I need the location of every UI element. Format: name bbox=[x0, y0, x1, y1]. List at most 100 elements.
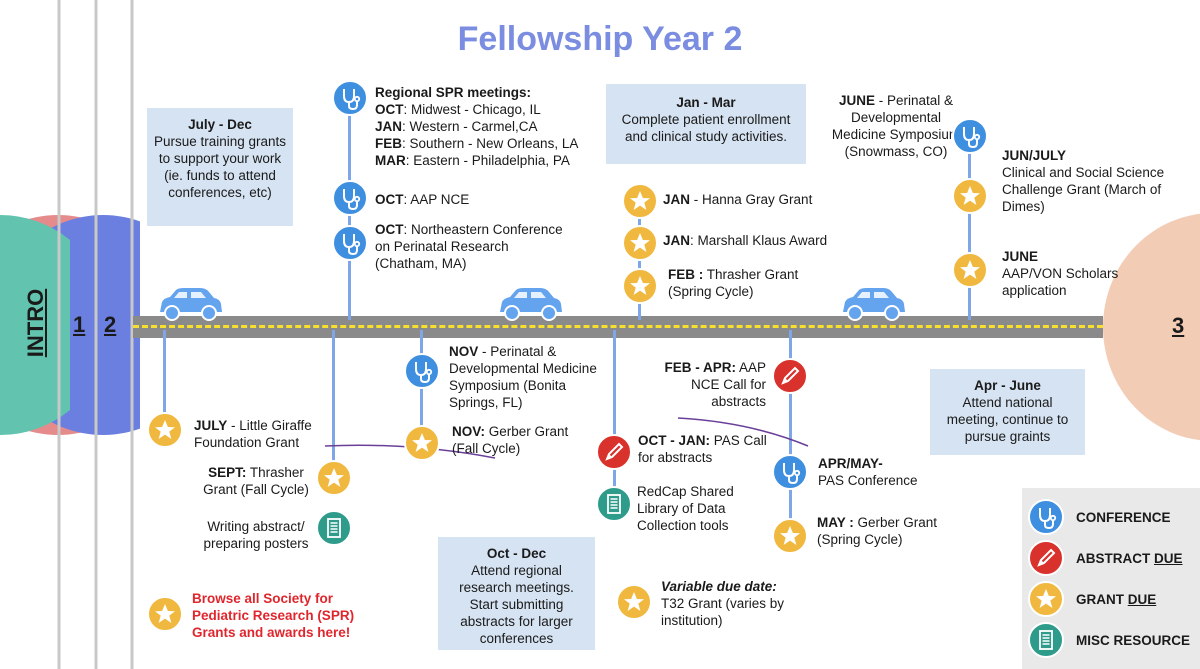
stethoscope-icon bbox=[332, 80, 368, 116]
event-text: - Hanna Gray Grant bbox=[690, 192, 813, 207]
car-icon bbox=[160, 288, 222, 321]
box-text: Complete patient enrollment and clinical… bbox=[621, 112, 791, 144]
event-text: : Marshall Klaus Award bbox=[690, 233, 828, 248]
star-icon bbox=[616, 584, 652, 620]
month: OCT bbox=[375, 192, 404, 207]
box-head: Jan - Mar bbox=[676, 95, 736, 110]
star-icon bbox=[147, 412, 183, 448]
tab-intro[interactable]: INTRO bbox=[8, 289, 58, 357]
event-pas-conference: APR/MAY-PAS Conference bbox=[818, 455, 938, 489]
month: OCT - JAN: bbox=[638, 433, 710, 448]
event-nov-symposium: NOV - Perinatal & Developmental Medicine… bbox=[449, 343, 609, 411]
star-icon bbox=[952, 252, 988, 288]
month: OCT bbox=[375, 222, 404, 237]
document-icon bbox=[1028, 622, 1064, 658]
browse-grants-link[interactable]: Browse all Society for Pediatric Researc… bbox=[192, 591, 355, 640]
event-marshall-klaus: JAN: Marshall Klaus Award bbox=[663, 232, 827, 249]
event-text: T32 Grant (varies by institution) bbox=[661, 596, 785, 628]
event-hanna-gray: JAN - Hanna Gray Grant bbox=[663, 191, 812, 208]
box-apr-june: Apr - June Attend national meeting, cont… bbox=[930, 369, 1085, 455]
event-writing: Writing abstract/ preparing posters bbox=[203, 519, 309, 551]
event-text: Gerber Grant (Spring Cycle) bbox=[817, 515, 938, 547]
month: OCT bbox=[375, 102, 404, 117]
tab-1[interactable]: 1 bbox=[73, 312, 86, 337]
star-icon bbox=[772, 518, 808, 554]
event-aap-call: FEB - APR: AAP NCE Call for abstracts bbox=[650, 359, 766, 410]
month: MAR bbox=[375, 153, 406, 168]
pencil-icon bbox=[1028, 540, 1064, 576]
star-icon bbox=[316, 460, 352, 496]
spr-item: : Eastern - Philadelphia, PA bbox=[405, 153, 570, 168]
event-text: PAS Call for abstracts bbox=[638, 433, 767, 465]
event-thrasher-spring: FEB : Thrasher Grant (Spring Cycle) bbox=[668, 266, 818, 300]
event-northeastern: OCT: Northeastern Conference on Perinata… bbox=[375, 221, 575, 272]
pencil-icon bbox=[772, 358, 808, 394]
spr-item: : Western - Carmel,CA bbox=[402, 119, 538, 134]
event-thrasher-fall: SEPT: Thrasher Grant (Fall Cycle) bbox=[196, 464, 316, 498]
event-text: Thrasher Grant (Spring Cycle) bbox=[668, 267, 799, 299]
month: JULY bbox=[194, 418, 228, 433]
legend: CONFERENCE ABSTRACT DUE GRANT DUE MISC R… bbox=[1022, 488, 1200, 669]
stethoscope-icon bbox=[1028, 499, 1064, 535]
event-jun-july: JUN/JULY Clinical and Social Science Chal… bbox=[1002, 147, 1177, 215]
stethoscope-icon bbox=[332, 180, 368, 216]
side-tabs bbox=[0, 0, 140, 669]
month: JUN/JULY bbox=[1002, 148, 1067, 163]
box-text: Pursue training grants to support your w… bbox=[153, 134, 287, 200]
timeline-road bbox=[133, 316, 1103, 338]
event-text: Clinical and Social Science Challenge Gr… bbox=[1002, 165, 1165, 214]
event-text: Thrasher Grant (Fall Cycle) bbox=[203, 465, 309, 497]
month: JAN bbox=[375, 119, 403, 134]
month: NOV bbox=[449, 344, 479, 359]
star-icon bbox=[622, 268, 658, 304]
event-pas-call: OCT - JAN: PAS Call for abstracts bbox=[638, 432, 768, 466]
car-icon bbox=[500, 288, 562, 321]
month: MAY : bbox=[817, 515, 854, 530]
month: FEB - APR: bbox=[664, 360, 736, 375]
stethoscope-icon bbox=[952, 118, 988, 154]
box-july-dec: July - Dec Pursue training grants to sup… bbox=[147, 108, 293, 226]
month: FEB bbox=[375, 136, 402, 151]
event-gerber-fall: NOV: Gerber Grant (Fall Cycle) bbox=[452, 423, 572, 457]
stem bbox=[613, 330, 616, 500]
month: APR/MAY- bbox=[818, 456, 883, 471]
spr-title: Regional SPR meetings: bbox=[375, 85, 532, 100]
variable-head: Variable due date: bbox=[661, 579, 777, 594]
month: JUNE bbox=[838, 93, 875, 108]
tab-3[interactable]: 3 bbox=[1172, 313, 1185, 338]
event-june-symposium: JUNE - Perinatal & Developmental Medicin… bbox=[828, 92, 964, 160]
stem bbox=[163, 330, 166, 430]
box-head: Oct - Dec bbox=[486, 546, 547, 561]
stethoscope-icon bbox=[772, 454, 808, 490]
box-head: July - Dec bbox=[188, 117, 252, 132]
tab-2[interactable]: 2 bbox=[104, 312, 117, 337]
box-jan-mar: Jan - Mar Complete patient enrollment an… bbox=[606, 84, 806, 164]
document-icon bbox=[596, 486, 632, 522]
event-text: : AAP NCE bbox=[403, 192, 470, 207]
legend-label: GRANT DUE bbox=[1076, 591, 1157, 607]
star-icon bbox=[404, 425, 440, 461]
stem bbox=[968, 125, 971, 320]
page-title: Fellowship Year 2 bbox=[457, 20, 743, 58]
stethoscope-icon bbox=[404, 353, 440, 389]
box-text: Attend regional research meetings. Start… bbox=[459, 563, 574, 646]
month: SEPT: bbox=[208, 465, 247, 480]
event-variable: Variable due date: T32 Grant (varies by i… bbox=[661, 578, 791, 629]
event-text: AAP NCE Call for abstracts bbox=[690, 360, 766, 409]
spr-item: : Midwest - Chicago, IL bbox=[403, 102, 541, 117]
tab-3-shape bbox=[1103, 213, 1200, 441]
spr-meetings: Regional SPR meetings: OCT: Midwest - Ch… bbox=[375, 84, 595, 169]
box-text: Attend national meeting, continue to pur… bbox=[946, 395, 1069, 444]
event-gerber-spring: MAY : Gerber Grant (Spring Cycle) bbox=[817, 514, 947, 548]
event-text: : Northeastern Conference on Perinatal R… bbox=[375, 222, 563, 271]
event-aap-nce: OCT: AAP NCE bbox=[375, 191, 469, 208]
pencil-icon bbox=[596, 434, 632, 470]
event-text: - Perinatal & Developmental Medicine Sym… bbox=[831, 93, 961, 159]
month: JAN bbox=[663, 233, 691, 248]
stem bbox=[789, 330, 792, 535]
month: JUNE bbox=[1002, 249, 1039, 264]
legend-label: ABSTRACT DUE bbox=[1076, 550, 1183, 566]
event-redcap: RedCap Shared Library of Data Collection… bbox=[637, 484, 734, 533]
star-icon bbox=[147, 596, 183, 632]
month: NOV: bbox=[452, 424, 486, 439]
